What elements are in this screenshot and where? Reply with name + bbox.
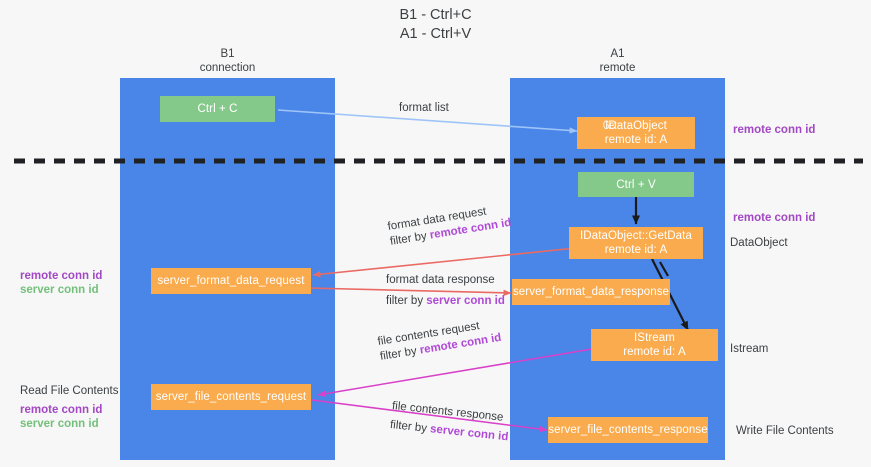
box-idataobject-line1-underlay: Get bbox=[603, 120, 617, 132]
box-idataobject[interactable]: Get IDataObject remote id: A bbox=[577, 117, 695, 149]
edge-label-format-data-response: format data response filter by server co… bbox=[386, 273, 505, 309]
column-header-b1-name: B1 bbox=[220, 48, 235, 60]
annotation-left-remote-conn-id: remote conn id bbox=[20, 270, 103, 282]
edge-label-file-contents-request: file contents request filter by remote c… bbox=[377, 316, 503, 365]
annotation-write-file-contents: Write File Contents bbox=[736, 425, 834, 437]
annotation-left-bottom-remote-conn-id: remote conn id bbox=[20, 404, 103, 416]
box-istream-line2: remote id: A bbox=[623, 346, 686, 358]
box-ctrl-v[interactable]: Ctrl + V bbox=[578, 172, 694, 197]
box-istream[interactable]: IStream remote id: A bbox=[591, 329, 718, 361]
edge-label-format-data-response-main: format data response bbox=[386, 274, 495, 286]
box-server-file-contents-request[interactable]: server_file_contents_request bbox=[151, 384, 311, 410]
column-header-b1-role: connection bbox=[199, 62, 256, 74]
edge-label-fcresp-filter-key: server conn id bbox=[429, 423, 509, 444]
column-header-a1-role: remote bbox=[599, 62, 636, 74]
edge-label-file-contents-response: file contents response filter by server … bbox=[389, 399, 511, 445]
annotation-dataobject: DataObject bbox=[730, 237, 788, 249]
column-header-a1: A1 remote bbox=[510, 47, 725, 75]
annotation-right-mid-remote-conn-id: remote conn id bbox=[733, 212, 816, 224]
box-ctrl-c[interactable]: Ctrl + C bbox=[160, 96, 275, 122]
title-line-1: B1 - Ctrl+C bbox=[399, 7, 472, 23]
box-istream-line1: IStream bbox=[634, 332, 675, 344]
box-server-file-contents-response-label: server_file_contents_response bbox=[548, 424, 708, 436]
box-server-file-contents-request-label: server_file_contents_request bbox=[155, 391, 307, 403]
box-server-format-data-response[interactable]: server_format_data_response bbox=[512, 279, 670, 305]
edge-label-fdresp-filter-key: server conn id bbox=[426, 295, 505, 307]
box-idataobject-line2: remote id: A bbox=[604, 134, 668, 146]
edge-label-fcresp-filter-prefix: filter by bbox=[389, 418, 431, 436]
annotation-right-top-remote-conn-id: remote conn id bbox=[733, 124, 816, 136]
annotation-left-bottom-server-conn-id: server conn id bbox=[20, 418, 99, 430]
annotation-istream: Istream bbox=[730, 343, 769, 355]
box-getdata-line2: remote id: A bbox=[604, 244, 668, 256]
box-ctrl-v-label: Ctrl + V bbox=[616, 178, 656, 191]
box-idataobject-line1-wrap: Get IDataObject bbox=[603, 119, 667, 133]
box-idataobject-getdata[interactable]: IDataObject::GetData remote id: A bbox=[569, 227, 703, 259]
edge-label-fdresp-filter-prefix: filter by bbox=[386, 295, 427, 307]
edge-label-format-data-request: format data request filter by remote con… bbox=[387, 201, 513, 250]
annotation-left-server-conn-id: server conn id bbox=[20, 284, 99, 296]
box-server-format-data-request[interactable]: server_format_data_request bbox=[151, 268, 311, 294]
title-line-2: A1 - Ctrl+V bbox=[399, 26, 472, 42]
box-server-format-data-response-label: server_format_data_response bbox=[512, 286, 670, 298]
column-header-a1-name: A1 bbox=[610, 48, 625, 60]
edge-label-format-list-text: format list bbox=[399, 102, 449, 114]
column-header-b1: B1 connection bbox=[120, 47, 335, 75]
edge-label-format-data-response-filter: filter by server conn id bbox=[386, 294, 505, 309]
edge-label-format-list: format list bbox=[399, 101, 449, 116]
box-server-format-data-request-label: server_format_data_request bbox=[157, 275, 305, 287]
box-getdata-line1: IDataObject::GetData bbox=[580, 230, 692, 242]
box-idataobject-line1: IDataObject bbox=[605, 120, 667, 132]
box-ctrl-c-label: Ctrl + C bbox=[197, 103, 238, 115]
diagram-title: B1 - Ctrl+C A1 - Ctrl+V bbox=[0, 6, 871, 44]
annotation-read-file-contents: Read File Contents bbox=[20, 385, 119, 397]
box-server-file-contents-response[interactable]: server_file_contents_response bbox=[548, 417, 708, 443]
